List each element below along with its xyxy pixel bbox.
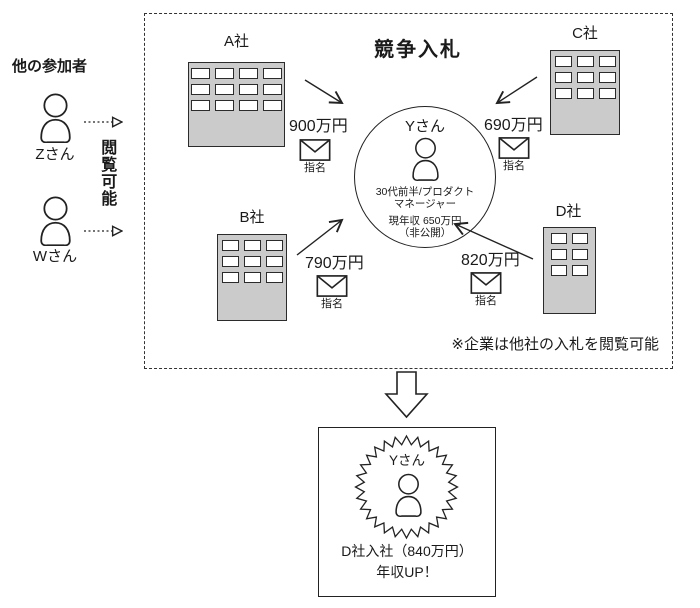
company-b-bid: 790万円 — [305, 255, 364, 272]
company-d-bid: 820万円 — [461, 252, 520, 269]
result-candidate-name: Yさん — [388, 453, 425, 468]
result-line-1: D社入社（840万円） — [341, 543, 473, 559]
candidate-circle: Yさん 30代前半/プロダクト マネージャー 現年収 650万円 （非公開） — [354, 106, 496, 248]
building-window — [191, 100, 210, 111]
candidate-profile-2: マネージャー — [393, 198, 457, 210]
building-window — [598, 56, 616, 67]
company-c-bid-tag: 指名 — [503, 160, 525, 172]
envelope-icon — [498, 137, 530, 159]
building-windows — [551, 56, 619, 99]
company-a-label: A社 — [223, 33, 249, 50]
envelope-icon — [470, 272, 502, 294]
building-window — [243, 272, 261, 283]
person-icon — [395, 473, 422, 517]
building-window — [265, 256, 283, 267]
view-permission-label: 閲覧可能 — [98, 139, 116, 207]
building-window — [265, 240, 283, 251]
company-c-bid: 690万円 — [484, 117, 543, 134]
building-window — [221, 256, 239, 267]
viewer-w-label: Wさん — [32, 248, 78, 265]
building-windows — [544, 233, 595, 276]
building-window — [191, 84, 210, 95]
building-icon — [188, 62, 285, 147]
building-window — [572, 233, 588, 244]
person-icon — [40, 93, 71, 143]
building-window — [263, 100, 282, 111]
building-window — [239, 100, 258, 111]
candidate-name: Yさん — [404, 118, 445, 135]
building-window — [239, 68, 258, 79]
company-c-label: C社 — [572, 25, 598, 42]
building-icon — [550, 50, 620, 135]
building-window — [551, 249, 567, 260]
building-window — [265, 272, 283, 283]
envelope-icon — [316, 275, 348, 297]
building-icon — [543, 227, 596, 314]
building-window — [576, 72, 594, 83]
building-window — [215, 68, 234, 79]
building-window — [551, 233, 567, 244]
company-d-bid-tag: 指名 — [475, 295, 497, 307]
building-windows — [218, 240, 286, 283]
down-arrow-icon — [384, 371, 429, 419]
company-b-bid-tag: 指名 — [321, 298, 343, 310]
building-window — [191, 68, 210, 79]
auction-title: 競争入札 — [374, 39, 462, 61]
viewer-z-label: Zさん — [35, 146, 75, 163]
building-window — [239, 84, 258, 95]
result-line-2: 年収UP！ — [376, 564, 438, 580]
company-b-label: B社 — [239, 209, 265, 226]
auction-note: ※企業は他社の入札を閲覧可能 — [451, 336, 659, 353]
person-icon — [40, 196, 71, 246]
company-a-bid-tag: 指名 — [304, 162, 326, 174]
person-icon — [412, 137, 439, 181]
building-window — [598, 72, 616, 83]
company-d-label: D社 — [555, 203, 582, 220]
building-window — [554, 88, 572, 99]
building-window — [215, 100, 234, 111]
building-window — [572, 265, 588, 276]
building-window — [221, 272, 239, 283]
building-window — [572, 249, 588, 260]
auction-frame: ※企業は他社の入札を閲覧可能 — [144, 13, 673, 369]
building-window — [243, 240, 261, 251]
building-window — [576, 88, 594, 99]
building-window — [215, 84, 234, 95]
building-window — [221, 240, 239, 251]
result-frame: Yさん D社入社（840万円） 年収UP！ — [318, 427, 496, 597]
building-icon — [217, 234, 287, 321]
building-window — [598, 88, 616, 99]
building-window — [554, 72, 572, 83]
company-a-bid: 900万円 — [289, 118, 348, 135]
building-windows — [189, 68, 284, 111]
building-window — [263, 84, 282, 95]
building-window — [263, 68, 282, 79]
building-window — [576, 56, 594, 67]
building-window — [243, 256, 261, 267]
other-participants-heading: 他の参加者 — [12, 58, 88, 75]
envelope-icon — [299, 139, 331, 161]
candidate-salary-2: （非公開） — [398, 227, 452, 239]
candidate-profile-1: 30代前半/プロダクト — [375, 186, 475, 198]
candidate-salary-1: 現年収 650万円 — [388, 215, 462, 227]
building-window — [551, 265, 567, 276]
building-window — [554, 56, 572, 67]
